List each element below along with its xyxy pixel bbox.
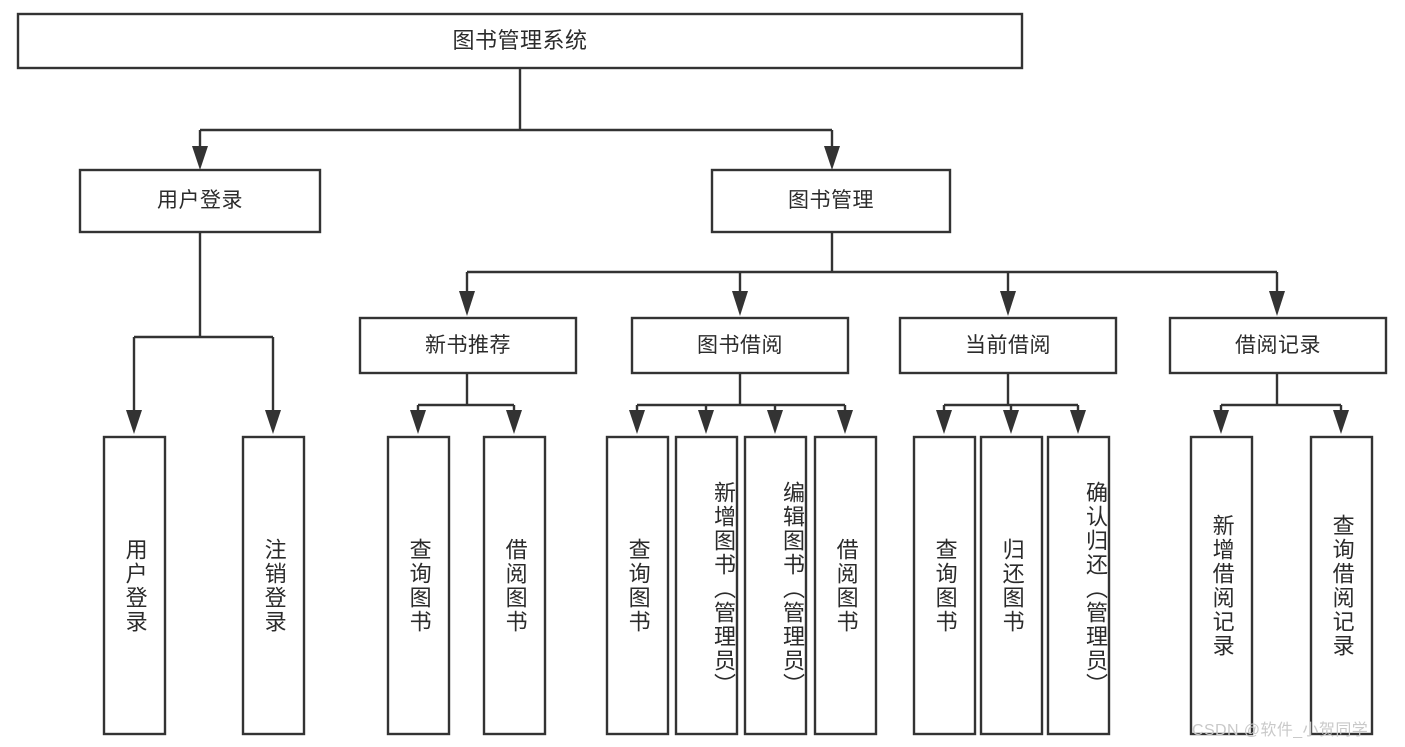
leaf-user-login-0[interactable] [102,435,167,736]
connector-bookborrow-to-leaves [629,373,853,434]
node-book-management[interactable] [710,168,952,234]
leaf-book-borrow-2[interactable] [743,435,808,736]
csdn-watermark: CSDN @软件_小贺同学 [1192,722,1369,739]
leaf-current-borrow-2[interactable] [1046,435,1111,736]
leaf-user-login-1[interactable] [241,435,306,736]
node-borrow-record[interactable] [1168,316,1388,375]
leaf-book-borrow-0[interactable] [605,435,670,736]
connector-borrowrecord-to-leaves [1213,373,1349,434]
node-book-borrow[interactable] [630,316,850,375]
leaf-new-book-1[interactable] [482,435,547,736]
leaf-current-borrow-0[interactable] [912,435,977,736]
leaf-current-borrow-1[interactable] [979,435,1044,736]
connector-newbook-to-leaves [410,373,522,434]
connector-userlogin-to-leaves [126,232,281,434]
node-new-book-recommend[interactable] [358,316,578,375]
leaf-new-book-0[interactable] [386,435,451,736]
node-user-login[interactable] [78,168,322,234]
connector-bookmgmt-to-level3 [459,232,1285,316]
node-current-borrow[interactable] [898,316,1118,375]
node-root[interactable] [16,12,1024,70]
leaf-book-borrow-1[interactable] [674,435,739,736]
leaf-book-borrow-3[interactable] [813,435,878,736]
leaf-borrow-record-1[interactable] [1309,435,1374,736]
connector-currentborrow-to-leaves [936,373,1086,434]
leaf-borrow-record-0[interactable] [1189,435,1254,736]
connector-root-to-level2 [192,68,840,170]
